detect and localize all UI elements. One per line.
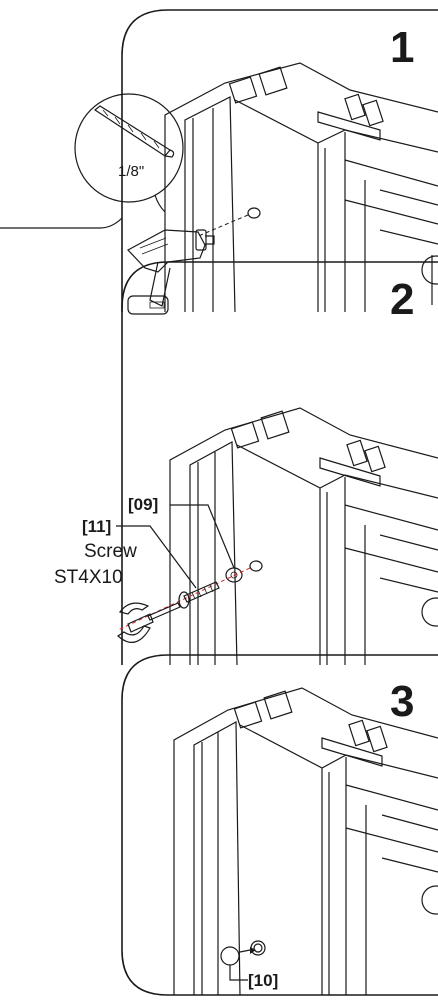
drill-bit-icon bbox=[93, 105, 175, 158]
screwdriver-icon bbox=[117, 602, 181, 643]
washer-part-number: [09] bbox=[128, 495, 158, 514]
step-3-frame bbox=[121, 654, 438, 996]
cap-part-number: [10] bbox=[248, 971, 278, 990]
screw-name-label: Screw bbox=[84, 541, 137, 562]
step-2-panel: 2 bbox=[54, 261, 438, 666]
washer-leader bbox=[170, 504, 235, 569]
step-1-number: 1 bbox=[390, 23, 414, 72]
screw-part-number: [11] bbox=[82, 517, 111, 536]
step-3-panel: 3 bbox=[121, 654, 438, 996]
step-1-panel: 1 bbox=[0, 9, 438, 315]
screw-hole bbox=[249, 560, 263, 572]
step-2-frame bbox=[121, 261, 438, 665]
cap-leader bbox=[229, 965, 248, 981]
drill-bit-size-label: 1/8" bbox=[118, 163, 144, 180]
frame-profile-step-2 bbox=[169, 407, 438, 666]
installed-screw-head bbox=[250, 940, 266, 956]
frame-profile-step-1 bbox=[164, 62, 438, 313]
screw-leader bbox=[116, 525, 197, 589]
cap-icon bbox=[220, 946, 240, 966]
power-drill-icon bbox=[127, 229, 215, 315]
frame-profile-step-3 bbox=[173, 687, 438, 996]
screw-spec-label: ST4X10 bbox=[54, 567, 123, 588]
step-1-leader bbox=[0, 217, 123, 229]
pilot-hole bbox=[247, 207, 261, 219]
step-2-number: 2 bbox=[390, 275, 414, 324]
drill-bit-callout: 1/8" bbox=[74, 93, 184, 213]
step-3-number: 3 bbox=[390, 677, 414, 726]
screw-icon bbox=[178, 581, 220, 609]
step-1-frame bbox=[121, 9, 438, 312]
cap-direction-arrow bbox=[239, 949, 251, 953]
